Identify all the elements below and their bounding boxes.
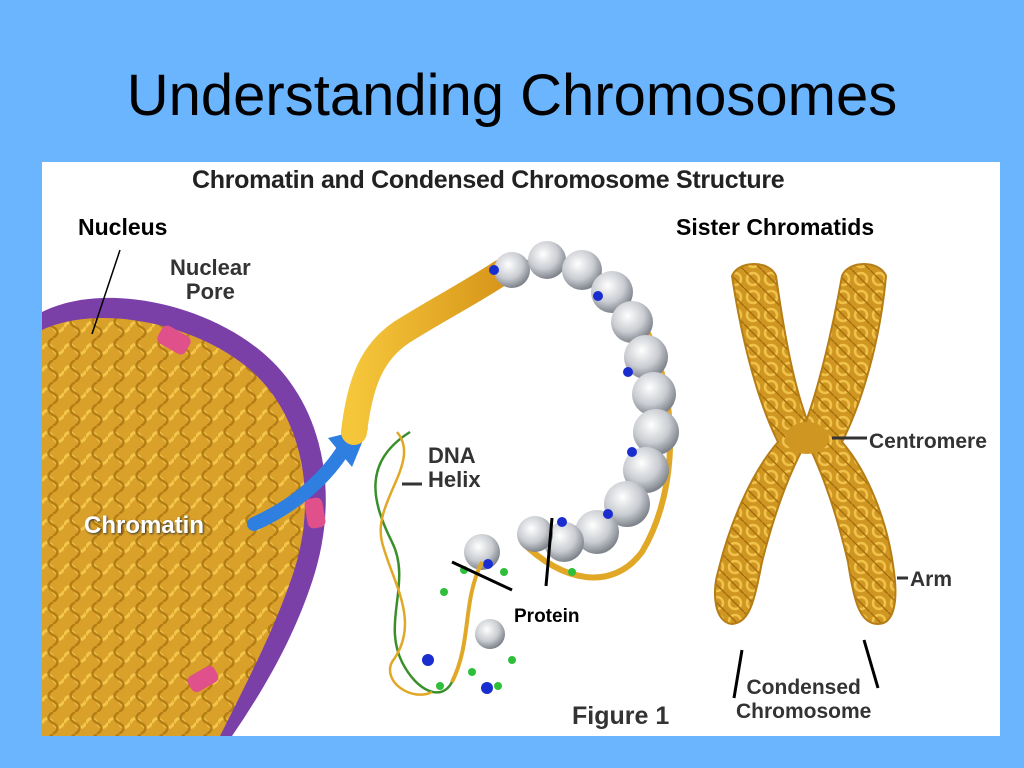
- label-condensed-line1: Condensed: [746, 676, 861, 699]
- label-condensed-line2: Chromosome: [736, 700, 872, 723]
- nucleosome-coil: [422, 241, 679, 694]
- label-sister-chromatids: Sister Chromatids: [676, 214, 875, 240]
- label-nuclear-pore-line1: Nuclear: [170, 255, 251, 280]
- figure-heading: Chromatin and Condensed Chromosome Struc…: [192, 166, 785, 194]
- label-chromatin: Chromatin: [84, 512, 204, 539]
- dna-helix: [374, 430, 484, 696]
- arrow-icon: [247, 445, 349, 531]
- figure-illustration: [42, 241, 908, 736]
- label-condensed-chromosome: Condensed Chromosome: [736, 676, 871, 724]
- condensed-chromosome: [713, 263, 897, 626]
- label-arm: Arm: [910, 568, 953, 591]
- protein-pointer-right: [544, 517, 554, 587]
- condensed-pointer-left: [732, 649, 744, 699]
- condensed-pointer-right: [862, 639, 880, 689]
- figure-caption: Figure 1: [572, 702, 670, 730]
- label-nuclear-pore: Nuclear Pore: [170, 256, 251, 304]
- label-nuclear-pore-line2: Pore: [185, 279, 235, 304]
- chromosome-figure: Chromatin and Condensed Chromosome Struc…: [42, 162, 1000, 736]
- label-dna-helix-line1: DNA: [428, 443, 476, 468]
- label-dna-helix: DNA Helix: [428, 444, 481, 492]
- label-centromere: Centromere: [869, 430, 987, 453]
- slide-title: Understanding Chromosomes: [126, 63, 898, 128]
- label-protein: Protein: [514, 606, 580, 627]
- nucleus-shape: [42, 297, 326, 736]
- label-dna-helix-line2: Helix: [428, 467, 481, 492]
- protein-pointer-left: [451, 560, 513, 592]
- label-nucleus: Nucleus: [78, 214, 168, 240]
- chromatin-fiber: [341, 259, 515, 445]
- nucleus-pointer: [91, 249, 121, 335]
